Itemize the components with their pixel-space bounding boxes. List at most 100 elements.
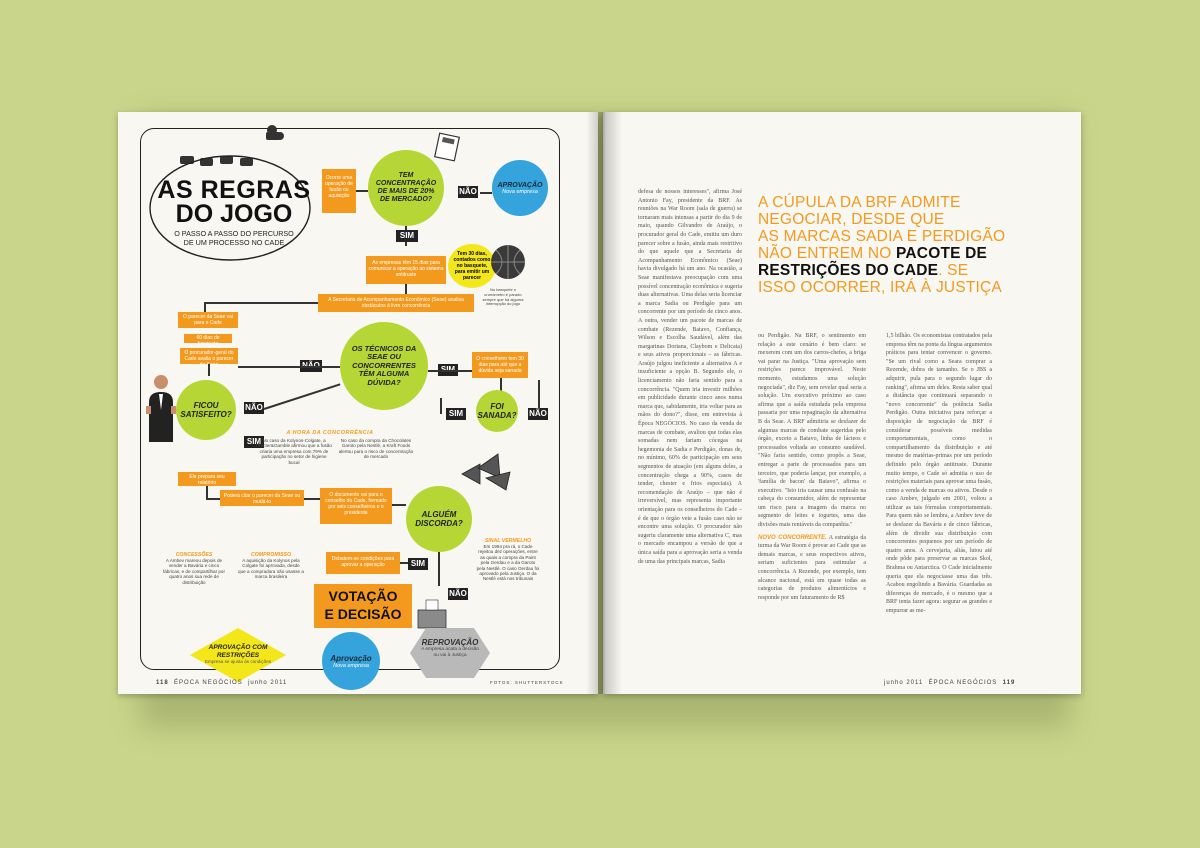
- step-60-dias: 60 dias de basquete: [184, 334, 232, 347]
- question-discorda: ALGUÉM DISCORDA?: [406, 486, 472, 552]
- quote-line3: AS MARCAS SADIA E PERDIGÃO: [758, 228, 1006, 245]
- megaphones-icon: [461, 453, 511, 491]
- article-column-2b: NOVO CONCORRENTE. A estratégia da turma …: [758, 534, 866, 603]
- votacao-line1: VOTAÇÃO: [328, 588, 398, 604]
- hora-concorrencia-title: A HORA DA CONCORRÊNCIA: [286, 430, 374, 436]
- arrow: [405, 284, 407, 294]
- quote-line4b: PACOTE DE: [896, 245, 988, 262]
- aprovacao2-sub: Nova empresa: [333, 662, 369, 669]
- quote-line1: A CÚPULA DA BRF ADMITE: [758, 194, 961, 211]
- quote-line6: ISSO OCORRER, IRÁ À JUSTIÇA: [758, 279, 1002, 296]
- step-conselheiro: O conselheiro tem 30 dias para até que a…: [472, 352, 528, 378]
- arrow: [304, 498, 320, 500]
- step-seae: A Secretaria de Acompanhamento Econômico…: [318, 294, 474, 312]
- label-nao-5: NÃO: [448, 588, 468, 600]
- photo-credit: FOTOS: SHUTTERSTOCK: [490, 680, 564, 685]
- reprov-sub: A empresa acata a decisão ou vai à Justi…: [421, 647, 479, 658]
- compromisso-box: COMPROMISSO A aquisição da Kolynos pela …: [238, 552, 304, 580]
- step-documento: O documento vai para o conselho do Cade,…: [320, 488, 392, 524]
- arrow: [356, 190, 368, 192]
- aprovacao1-sub: Nova empresa: [502, 188, 538, 195]
- arrow: [428, 370, 472, 372]
- question-concentracao: TEM CONCENTRAÇÃO DE MAIS DE 20% DE MERCA…: [368, 150, 444, 226]
- right-page: [603, 112, 1081, 694]
- aprov-restr-text: APROVAÇÃO COM RESTRIÇÕES Empresa se ajus…: [198, 644, 278, 664]
- label-sim-4: SIM: [446, 408, 466, 420]
- step-parecer-seae: O parecer da Seae vai para o Cade: [178, 312, 238, 328]
- arrow: [238, 366, 340, 368]
- question-sanada: FOI SANADA?: [476, 390, 518, 432]
- subtitle-line2: DE UM PROCESSO NO CADE: [183, 238, 285, 247]
- folio-left-date: junho 2011: [248, 680, 288, 686]
- arrow: [204, 302, 206, 312]
- label-nao-3: NÃO: [244, 402, 264, 414]
- step-procurador: O procurador-geral do Cade avalia o pare…: [180, 348, 238, 368]
- label-nao-4: NÃO: [528, 408, 548, 420]
- label-sim-3: SIM: [244, 436, 264, 448]
- folio-right-mag: ÉPOCA NEGÓCIOS: [928, 680, 998, 686]
- badge-30-dias: Tem 30 dias, contados como no basquete, …: [448, 244, 496, 288]
- article-column-2b-text: A estratégia da turma da War Room é prov…: [758, 534, 866, 601]
- quote-line2: NEGOCIAR, DESDE QUE: [758, 211, 945, 228]
- arrow: [208, 364, 210, 376]
- result-reprovacao: REPROVAÇÃO A empresa acata a decisão ou …: [410, 628, 490, 678]
- yellow-diamond: [190, 628, 286, 682]
- ball-note: No basquete o cronômetro é parado sempre…: [482, 287, 524, 307]
- page-title-line1: AS REGRAS: [157, 176, 311, 204]
- question-ficou-satisfeito: FICOU SATISFEITO?: [176, 380, 236, 440]
- folio-right: junho 2011 ÉPOCA NEGÓCIOS 119: [884, 680, 1015, 686]
- step-15-dias: As empresas têm 15 dias para comunicar a…: [366, 256, 446, 284]
- quote-line4a: NÃO ENTREM NO: [758, 245, 897, 262]
- article-column-3: 1,5 bilhão. Os economistas contratados p…: [886, 333, 992, 614]
- step-debatem: Debatem-se condições para aprovar a oper…: [326, 552, 400, 574]
- calculator-icon: [434, 132, 460, 162]
- title-sketch-circle: [149, 155, 311, 261]
- compromisso-text: A aquisição da Kolynos pela Colgate foi …: [238, 558, 304, 580]
- spine-gutter: [586, 112, 622, 694]
- step-ocorre: Ocorre uma operação de fusão ou aquisiçã…: [322, 169, 356, 213]
- sinal-title: SINAL VERMELHO: [484, 538, 532, 544]
- page-title-line2: DO JOGO: [175, 200, 293, 228]
- reprov-text: REPROVAÇÃO A empresa acata a decisão ou …: [420, 638, 480, 658]
- votacao-decisao-box: VOTAÇÃO E DECISÃO: [314, 584, 412, 628]
- aprov-restr-title: APROVAÇÃO COM RESTRIÇÕES: [208, 644, 268, 659]
- result-aprovacao-restricoes: APROVAÇÃO COM RESTRIÇÕES Empresa se ajus…: [190, 628, 286, 682]
- concessoes-title: CONCESSÕES: [175, 552, 213, 558]
- step-prepara: Ele prepara seu relatório: [178, 472, 236, 486]
- label-nao-1: NÃO: [458, 186, 478, 198]
- arrow: [206, 486, 208, 498]
- arrow: [500, 378, 502, 392]
- puzzle-pieces-icon: [180, 125, 284, 166]
- folio-left-mag: ÉPOCA NEGÓCIOS: [174, 680, 243, 686]
- article-column-2a: ou Perdigão. Na BRF, o sentimento em rel…: [758, 333, 866, 529]
- aprovacao2-title: Aprovação: [330, 653, 372, 663]
- arrow: [392, 504, 406, 506]
- arrow: [438, 552, 440, 586]
- aprov-restr-sub: Empresa se ajusta às condições: [204, 659, 272, 664]
- hora-text-2: No caso da compra da Chocolates Garoto p…: [338, 438, 414, 460]
- folio-right-num: 119: [1002, 680, 1016, 686]
- step-podera: Poderá citar o parecer da Seae ou mudá-l…: [220, 490, 304, 506]
- arrow: [538, 380, 540, 408]
- subtitle-line1: O PASSO A PASSO DO PERCURSO: [174, 229, 294, 238]
- gray-hexagon: [410, 628, 490, 678]
- folio-left-num: 118: [156, 680, 169, 686]
- hora-text-1: No caso da Kolynos-Colgate, a Procter&Ga…: [256, 438, 332, 465]
- article-column-1: defesa de nossos interesses", afirma Jos…: [638, 189, 742, 565]
- concessoes-box: CONCESSÕES A Ambev mareou depois de vend…: [162, 552, 226, 585]
- aprovacao1-title: APROVAÇÃO: [497, 181, 543, 189]
- pull-quote: A CÚPULA DA BRF ADMITE NEGOCIAR, DESDE Q…: [758, 194, 1038, 296]
- reprov-title: REPROVAÇÃO: [421, 638, 479, 647]
- arrow: [206, 498, 220, 500]
- quote-line5b: . SE: [938, 262, 969, 279]
- label-sim-5: SIM: [408, 558, 428, 570]
- article-column-2-wrap: ou Perdigão. Na BRF, o sentimento em rel…: [758, 332, 866, 662]
- quote-line5a: RESTRIÇÕES DO CADE: [758, 262, 939, 279]
- question-duvida: OS TÉCNICOS DA SEAE OU CONCORRENTES TÊM …: [340, 322, 428, 410]
- folio-right-date: junho 2011: [884, 680, 924, 686]
- label-sim-1: SIM: [396, 230, 418, 242]
- sinal-vermelho-box: SINAL VERMELHO Em 1994 pra rá, o Cade re…: [476, 538, 540, 582]
- sinal-text: Em 1994 pra rá, o Cade rejeitou dez oper…: [476, 544, 540, 582]
- ballot-box-icon: [417, 599, 447, 629]
- compromisso-title: COMPROMISSO: [250, 552, 292, 558]
